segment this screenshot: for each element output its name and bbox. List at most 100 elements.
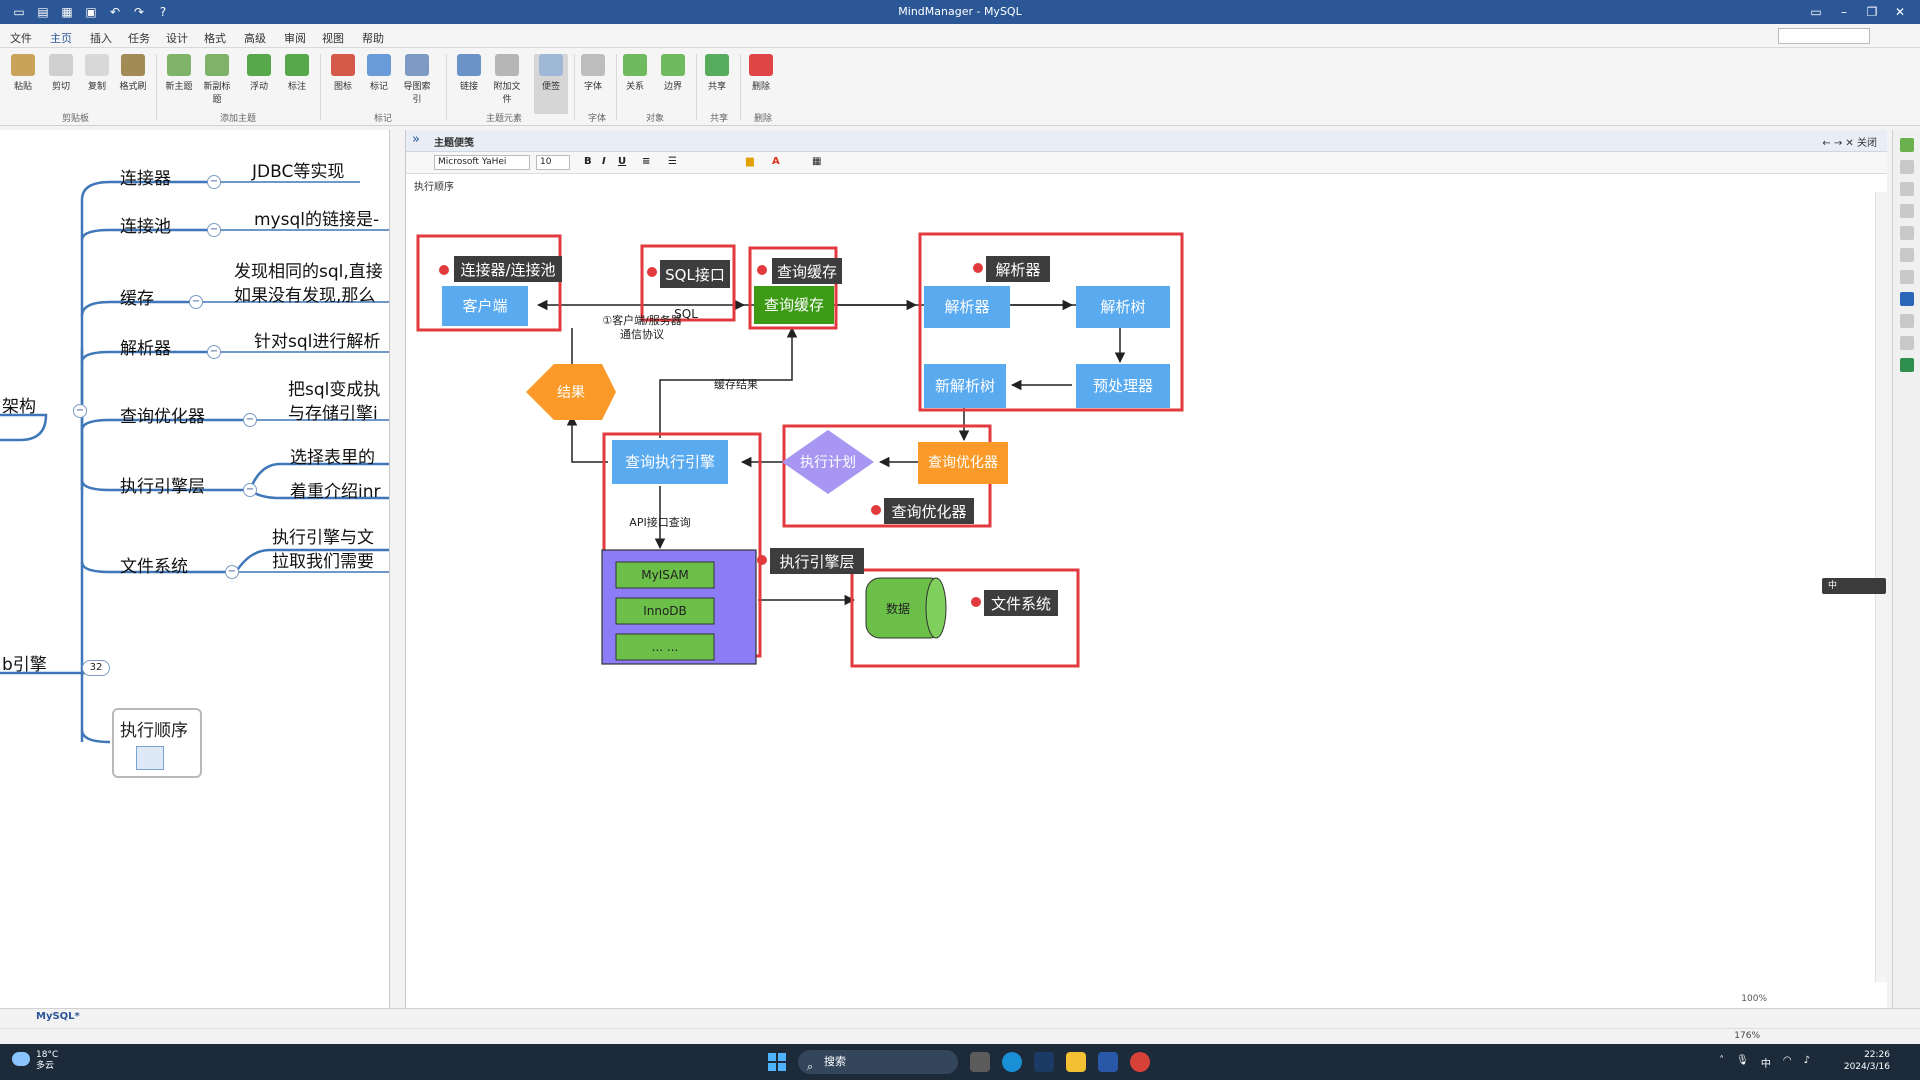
map-node-cache[interactable]: 缓存 [120,289,154,309]
search-icon[interactable] [1899,248,1914,262]
calendar-icon[interactable] [1899,160,1914,174]
new-topic-button[interactable]: 新主题 [162,54,196,92]
steam-icon[interactable] [1034,1052,1054,1072]
close-icon[interactable]: ✕ [1894,5,1906,19]
table-icon[interactable]: ▦ [812,156,822,167]
font-size-select[interactable]: 10 [536,155,570,170]
web-icon[interactable] [1899,314,1914,328]
app-icon[interactable] [1130,1052,1150,1072]
map-node-parser[interactable]: 解析器 [120,339,171,359]
system-tray[interactable]: ˄ 🎙 中 ◠ ♪ [1719,1055,1810,1070]
cut-button[interactable]: 剪切 [44,54,78,92]
mind-map-canvas[interactable]: 连接器 JDBC等实现 − 连接池 mysql的链接是- − 缓存 发现相同的s… [0,130,390,1008]
delete-button[interactable]: 删除 [744,54,778,92]
collapse-toggle[interactable]: − [73,404,87,418]
library-icon[interactable] [1899,182,1914,196]
collapse-toggle[interactable]: − [243,413,257,427]
save-icon[interactable]: ▦ [61,5,73,19]
italic-button[interactable]: I [602,156,606,167]
paste-button[interactable]: 粘贴 [6,54,40,92]
map-node-connector[interactable]: 连接器 [120,169,171,189]
outlook-icon[interactable] [1899,292,1914,306]
map-node-connection-pool[interactable]: 连接池 [120,217,171,237]
list-icon[interactable]: ☰ [668,156,677,167]
open-icon[interactable]: ▤ [37,5,49,19]
search-input[interactable] [1778,28,1870,44]
callout-button[interactable]: 标注 [280,54,314,92]
mic-icon[interactable]: 🎙 [1736,1055,1749,1066]
file-explorer-icon[interactable] [1066,1052,1086,1072]
start-button[interactable] [768,1053,786,1071]
share-button[interactable]: 共享 [700,54,734,92]
tab-insert[interactable]: 插入 [90,32,112,45]
ribbon-display-icon[interactable]: ▭ [1810,5,1822,19]
bold-button[interactable]: B [584,156,592,167]
markers-icon[interactable] [1899,204,1914,218]
tab-design[interactable]: 设计 [166,32,188,45]
font-button[interactable]: 字体 [576,54,610,92]
link-button[interactable]: 链接 [452,54,486,92]
collapse-toggle[interactable]: − [207,175,221,189]
minimize-icon[interactable]: – [1841,5,1847,19]
map-node-query-optimizer[interactable]: 查询优化器 [120,407,205,427]
tab-home[interactable]: 主页 [48,32,74,51]
collapsed-count-badge[interactable]: 32 [82,660,110,676]
new-doc-icon[interactable]: ▭ [13,5,25,19]
map-node-file-system[interactable]: 文件系统 [120,557,188,577]
map-node-architecture[interactable]: 架构 [2,397,36,417]
icon-button[interactable]: 图标 [326,54,360,92]
clock[interactable]: 22:26 2024/3/16 [1843,1050,1890,1072]
tab-advanced[interactable]: 高级 [244,32,266,45]
task-pane-icon[interactable] [1899,138,1914,152]
copy-button[interactable]: 复制 [80,54,114,92]
excel-icon[interactable] [1899,358,1914,372]
attach-file-button[interactable]: 附加文件 [490,54,524,105]
font-name-select[interactable]: Microsoft YaHei [434,155,530,170]
ime-toolbar[interactable]: 中 [1822,578,1886,594]
volume-icon[interactable]: ♪ [1803,1055,1810,1066]
format-painter-button[interactable]: 格式刷 [116,54,150,92]
map-index-button[interactable]: 导图索引 [400,54,434,105]
floating-topic-button[interactable]: 浮动 [242,54,276,92]
relationship-button[interactable]: 关系 [618,54,652,92]
redo-icon[interactable]: ↷ [133,5,145,19]
undo-icon[interactable]: ↶ [109,5,121,19]
collapse-toggle[interactable]: − [225,565,239,579]
tab-review[interactable]: 审阅 [284,32,306,45]
boundary-button[interactable]: 边界 [656,54,690,92]
doc-tab-mysql[interactable]: MySQL* [36,1011,80,1022]
task-view-icon[interactable] [970,1052,990,1072]
font-color-icon[interactable]: A [772,156,780,167]
tab-file[interactable]: 文件 [10,32,32,45]
collapse-toggle[interactable]: − [243,483,257,497]
collapse-toggle[interactable]: − [207,223,221,237]
new-subtopic-button[interactable]: 新副标题 [200,54,234,105]
note-attached-icon[interactable] [136,746,164,770]
format-icon[interactable] [1899,226,1914,240]
notes-button[interactable]: 便签 [534,54,568,114]
ime-indicator[interactable]: 中 [1760,1059,1771,1070]
tag-button[interactable]: 标记 [362,54,396,92]
collapse-toggle[interactable]: − [189,295,203,309]
chevron-up-icon[interactable]: ˄ [1719,1055,1725,1066]
edge-icon[interactable] [1002,1052,1022,1072]
highlight-icon[interactable]: ▆ [746,156,754,167]
map-node-storage-engine[interactable]: b引擎 [2,655,47,675]
taskbar-search[interactable]: ⌕ 搜索 [798,1050,958,1074]
mindmanager-icon[interactable] [1098,1052,1118,1072]
help-icon[interactable]: ? [159,5,167,19]
resources-icon[interactable] [1899,270,1914,284]
map-node-exec-order[interactable]: 执行顺序 [112,708,202,778]
idea-icon[interactable] [1899,336,1914,350]
maximize-icon[interactable]: ❐ [1866,5,1878,19]
notes-zoom[interactable]: 100% [1741,994,1767,1004]
tab-help[interactable]: 帮助 [362,32,384,45]
underline-button[interactable]: U [618,156,627,167]
tab-view[interactable]: 视图 [322,32,344,45]
align-icon[interactable]: ≡ [642,156,651,167]
map-node-execution-engine[interactable]: 执行引擎层 [120,477,205,497]
collapse-toggle[interactable]: − [207,345,221,359]
tab-format[interactable]: 格式 [204,32,226,45]
wifi-icon[interactable]: ◠ [1782,1055,1792,1066]
map-zoom-level[interactable]: 176% [1734,1031,1760,1041]
